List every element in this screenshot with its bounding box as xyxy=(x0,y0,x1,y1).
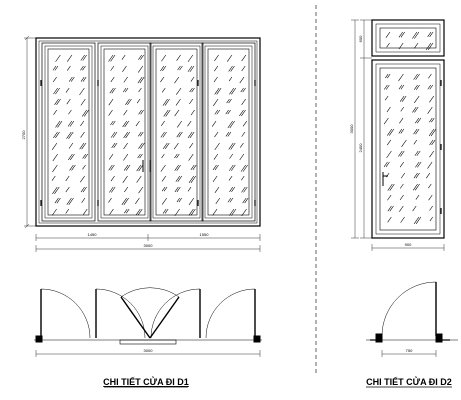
d2-title: CHI TIẾT CỬA ĐI D2 xyxy=(366,376,452,387)
d1-plan xyxy=(34,287,262,345)
d1-total-dim: 3000 xyxy=(144,243,154,248)
d2-elevation xyxy=(371,19,445,239)
d2-total-dim: 3000 xyxy=(349,124,354,134)
d2-plan-dim: 750 xyxy=(406,348,413,353)
d1-title: CHI TIẾT CỬA ĐI D1 xyxy=(103,376,189,387)
d2-plan xyxy=(366,281,458,343)
d2-dimensions xyxy=(351,19,445,251)
d1-dimensions xyxy=(24,35,261,252)
d2-door-dim: 2400 xyxy=(358,143,363,153)
d2-plan-dimension xyxy=(381,350,437,357)
d1-left-dim: 1450 xyxy=(88,232,98,237)
d1-plan-dimension xyxy=(35,350,261,357)
transom-glass xyxy=(385,31,434,50)
door-leaf xyxy=(97,42,152,222)
door-leaf xyxy=(201,42,256,222)
d1-elevation xyxy=(35,37,261,227)
d2-transom-dim: 600 xyxy=(358,35,363,42)
door-glass xyxy=(383,73,437,224)
d1-right-dim: 1550 xyxy=(200,232,210,237)
door-leaf xyxy=(41,42,96,222)
door-leaf xyxy=(149,42,204,222)
d1-plan-dim: 3000 xyxy=(144,348,154,353)
d2-width-dim: 900 xyxy=(405,242,412,247)
d1-height-dim: 2700 xyxy=(21,130,26,140)
